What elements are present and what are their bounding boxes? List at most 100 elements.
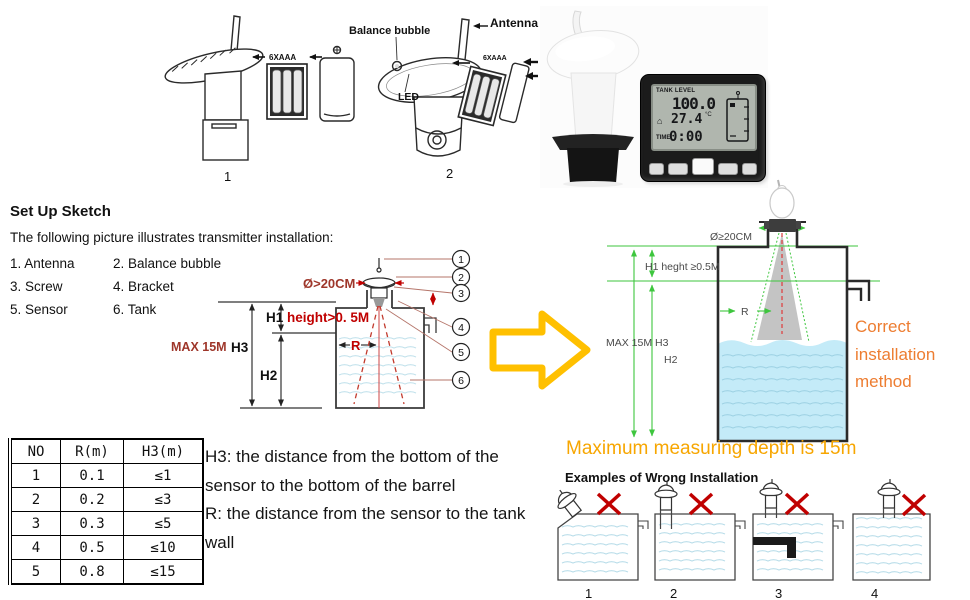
correct-installation-svg: Ø≥20CM H1 heght ≥0.5M MAX 15M H3 H2 R xyxy=(606,179,880,443)
house-icon: ⌂ xyxy=(657,116,663,126)
display-button xyxy=(692,158,714,175)
temp-value: 27.4 xyxy=(671,112,703,127)
callouts: 1 2 3 4 5 6 xyxy=(451,249,471,390)
ultrasonic-cone xyxy=(757,233,802,340)
callout-leaders xyxy=(384,258,453,381)
legend-item-bracket: 4. Bracket xyxy=(113,279,174,294)
cell-r: 0.3 xyxy=(60,511,124,536)
time-label: TIME xyxy=(656,135,671,141)
h3-label: H3 xyxy=(231,340,249,355)
table-row: 4 0.5 ≤10 xyxy=(9,535,204,560)
cell-h3: ≤10 xyxy=(123,535,204,560)
correct-r-label: R xyxy=(741,306,749,318)
dimension-notes: H3: the distance from the bottom of the … xyxy=(205,443,539,557)
wrong4-waves xyxy=(855,517,923,574)
battery-cover-drawing xyxy=(319,45,355,122)
antenna-label: Antenna xyxy=(490,16,538,30)
callout-3: 3 xyxy=(458,288,464,300)
display-button xyxy=(741,163,758,175)
tank-level-icon xyxy=(726,91,749,142)
display-photo: TANK LEVEL 100.0 ⌂ 27.4 °C TIME 0:00 xyxy=(640,74,766,182)
wrong-example-1 xyxy=(555,483,649,581)
wrong2-waves xyxy=(658,523,726,571)
tank-water-waves xyxy=(338,337,417,394)
wrong-num-3: 3 xyxy=(775,586,782,600)
tank-outline xyxy=(335,290,437,409)
balance-bubble-label: Balance bubble xyxy=(349,25,430,37)
yellow-arrow-icon xyxy=(489,310,591,390)
correct-max-label: MAX 15M H3 xyxy=(606,337,669,349)
caption-line-2: installation xyxy=(855,344,936,364)
temp-unit: °C xyxy=(705,112,712,118)
correct-diameter-label: Ø≥20CM xyxy=(710,231,752,243)
dimension-lines xyxy=(218,301,377,409)
lcd-screen: TANK LEVEL 100.0 ⌂ 27.4 °C TIME 0:00 xyxy=(651,84,757,151)
cell-no: 2 xyxy=(9,487,61,512)
device2-drawing xyxy=(377,18,538,157)
red-annotations xyxy=(353,280,436,408)
display-buttons xyxy=(649,158,758,175)
device1-number: 1 xyxy=(224,169,231,184)
level-value: 100.0 xyxy=(671,94,716,113)
table-row: 3 0.3 ≤5 xyxy=(9,511,204,536)
installation-sketch-svg: Ø>20CM H1 height>0. 5M MAX 15M H3 H2 R 1… xyxy=(171,249,471,409)
legend-item-antenna: 1. Antenna xyxy=(10,256,75,271)
cell-no: 3 xyxy=(9,511,61,536)
wrong1-waves xyxy=(561,525,629,573)
caption-line-1: Correct xyxy=(855,317,911,336)
setup-title: Set Up Sketch xyxy=(10,203,111,220)
cell-r: 0.2 xyxy=(60,487,124,512)
water-waves xyxy=(721,354,844,429)
cone-guides xyxy=(750,232,810,343)
setup-section: Set Up Sketch The following picture illu… xyxy=(10,203,333,317)
table-header-no: NO xyxy=(9,438,61,464)
depth-note: Maximum measuring depth is 15m xyxy=(566,438,857,459)
wrong-num-2: 2 xyxy=(670,586,677,600)
callout-4: 4 xyxy=(458,322,464,334)
setup-legend: 1. Antenna 2. Balance bubble 3. Screw 4.… xyxy=(10,256,240,317)
battery-pack-drawing xyxy=(252,54,322,120)
cell-h3: ≤3 xyxy=(123,487,204,512)
tank-level-label: TANK LEVEL xyxy=(656,88,696,94)
display-button xyxy=(717,163,738,175)
cell-no: 4 xyxy=(9,535,61,560)
wrong-installation-svg: Examples of Wrong Installation xyxy=(555,470,931,600)
device2-number: 2 xyxy=(446,166,453,181)
legend-item-balance-bubble: 2. Balance bubble xyxy=(113,256,222,271)
legend-item-screw: 3. Screw xyxy=(10,279,63,294)
wrong-title: Examples of Wrong Installation xyxy=(565,470,758,485)
cell-r: 0.5 xyxy=(60,535,124,560)
correct-sensor xyxy=(764,179,801,232)
battery2-label: 6XAAA xyxy=(483,55,507,62)
wrong-example-numbers: 1 2 3 4 xyxy=(585,586,878,600)
cell-r: 0.1 xyxy=(60,463,124,488)
cell-no: 5 xyxy=(9,559,61,585)
h1-label-black: H1 xyxy=(266,310,284,325)
battery1-label: 6XAAA xyxy=(269,53,296,62)
legend-item-sensor: 5. Sensor xyxy=(10,302,68,317)
legend-item-tank: 6. Tank xyxy=(113,302,157,317)
callout-6: 6 xyxy=(458,375,464,387)
callout-2: 2 xyxy=(458,272,464,284)
h3-note: H3: the distance from the bottom of the … xyxy=(205,447,499,495)
max-label: MAX 15M xyxy=(171,340,227,354)
spec-table: NO R(m) H3(m) 1 0.1 ≤1 2 0.2 ≤3 3 0.3 ≤5… xyxy=(8,438,204,585)
r-note: R: the distance from the sensor to the t… xyxy=(205,504,526,552)
setup-intro: The following picture illustrates transm… xyxy=(10,230,334,245)
led-label: LED xyxy=(398,91,419,103)
table-header-r: R(m) xyxy=(60,438,124,464)
sensor-photo xyxy=(546,10,640,187)
time-value: 0:00 xyxy=(669,129,703,145)
callout-5: 5 xyxy=(458,347,464,359)
table-row: 2 0.2 ≤3 xyxy=(9,487,204,512)
wrong-num-4: 4 xyxy=(871,586,878,600)
device1-drawing xyxy=(164,15,264,161)
correct-h1-label: H1 heght ≥0.5M xyxy=(645,261,720,273)
cell-no: 1 xyxy=(9,463,61,488)
caption-line-3: method xyxy=(855,372,912,391)
r-label: R xyxy=(351,338,361,353)
h2-label: H2 xyxy=(260,368,277,383)
wrong-example-4 xyxy=(852,478,931,581)
wrong-example-3 xyxy=(752,478,844,581)
